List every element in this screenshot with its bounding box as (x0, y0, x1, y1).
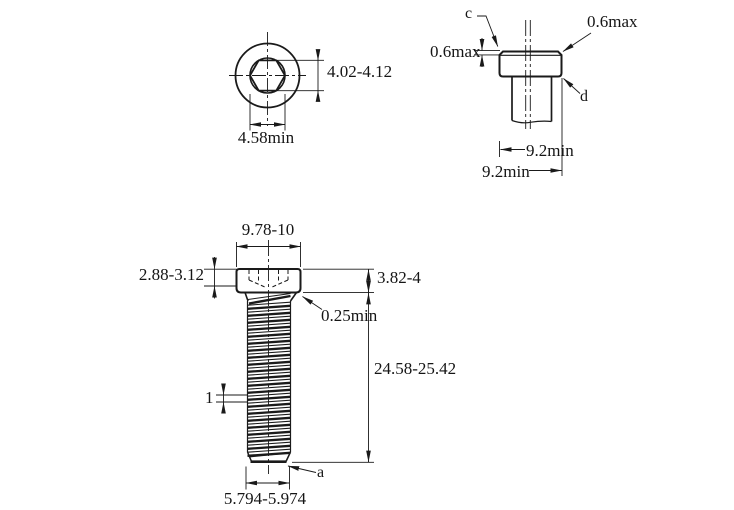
dim-thread-diameter: 5.794-5.974 (223, 489, 307, 508)
dim-head-height: 3.82-4 (377, 268, 421, 287)
hidden-socket-lines (248, 270, 289, 288)
surface-label-d: d (580, 88, 588, 105)
thread-lines (247, 301, 291, 457)
dim-socket-across-corners: 4.58min (237, 128, 295, 147)
dim-chamfer-left: 0.6max (430, 42, 481, 61)
dim-fillet-radius: 0.25min (321, 306, 378, 325)
top-view (229, 32, 324, 131)
dim-head-width-upper: 9.2min (526, 141, 574, 160)
dim-shank-length: 24.58-25.42 (374, 359, 457, 378)
dim-chamfer-right: 0.6max (587, 12, 638, 31)
surface-label-c: c (465, 5, 473, 22)
front-view-screw (204, 240, 374, 490)
dim-thread-pitch: 1 (205, 388, 214, 407)
side-view-head (474, 15, 592, 176)
dim-socket-depth: 2.88-3.12 (138, 265, 204, 284)
surface-label-a: a (317, 464, 325, 481)
dim-socket-across-flats: 4.02-4.12 (327, 62, 393, 81)
dim-head-width-lower: 9.2min (482, 162, 530, 181)
dim-head-diameter: 9.78-10 (241, 220, 295, 239)
